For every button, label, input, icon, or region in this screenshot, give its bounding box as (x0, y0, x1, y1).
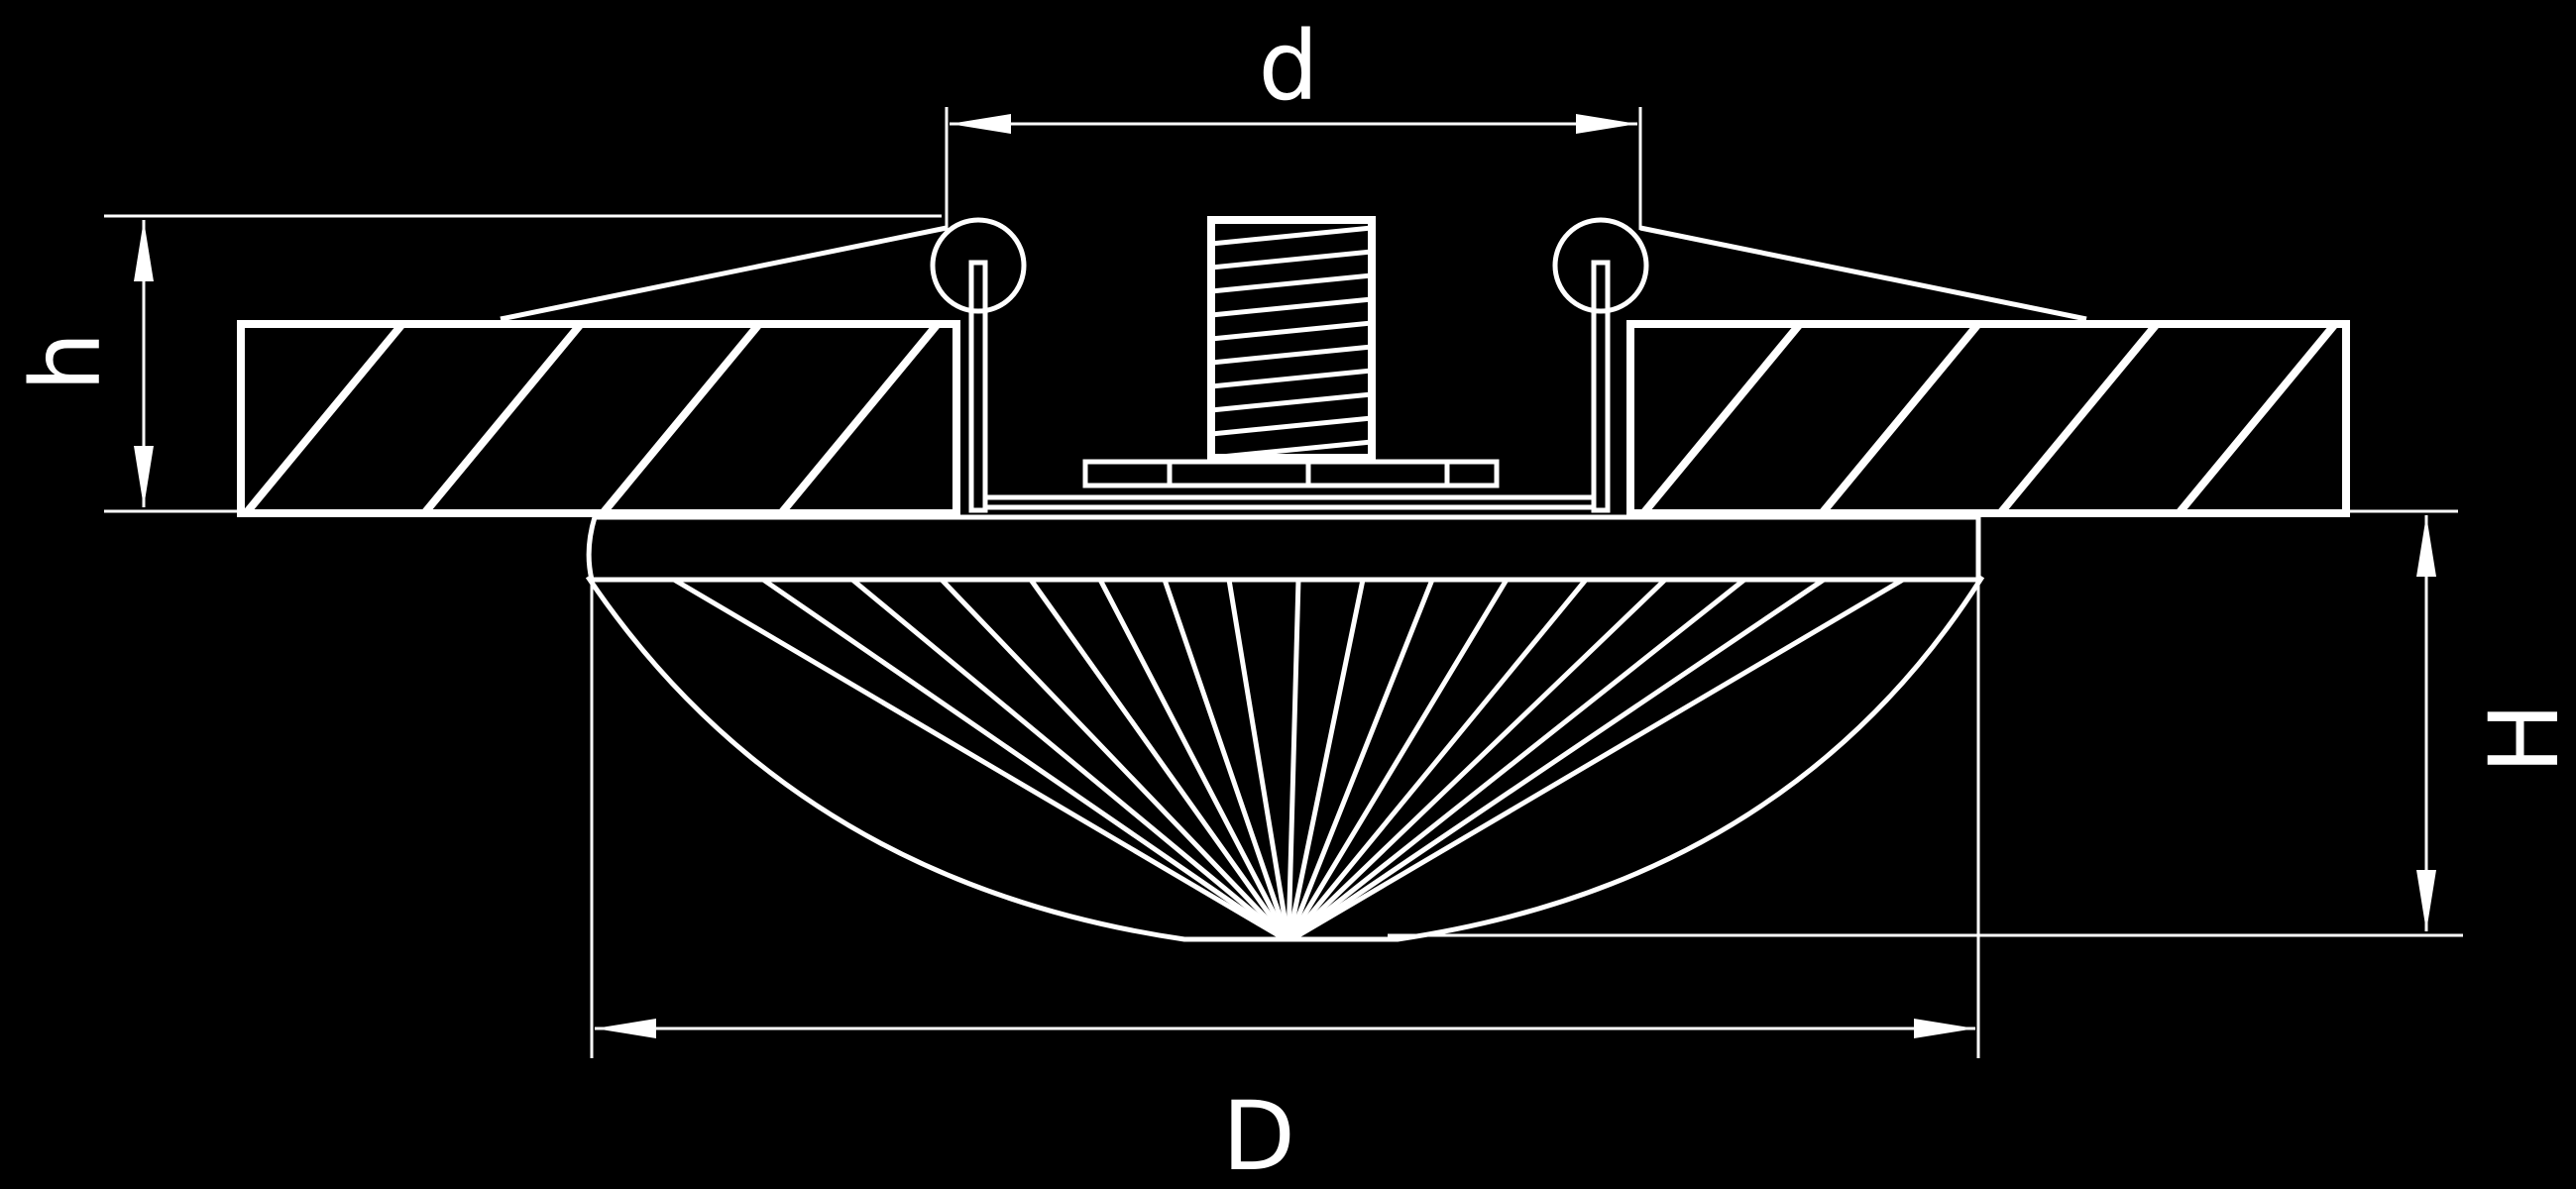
label-H: H (2469, 703, 2576, 774)
spring-clip-left (500, 217, 1027, 513)
H-arrow-bottom (2416, 870, 2436, 931)
trim-ring-outline (586, 514, 1981, 583)
bracket-base (1082, 459, 1500, 488)
threaded-screw (1207, 216, 1376, 462)
d-arrow-left (950, 114, 1011, 134)
plate-left-outline (237, 320, 960, 517)
clip-left-leg (968, 260, 988, 513)
spring-clip-right (1552, 217, 2087, 513)
ceiling-plate-right (1626, 320, 2350, 517)
dimension-D: D (590, 575, 1980, 1189)
diffuser-outline (585, 575, 1985, 942)
screw-threads (1211, 225, 1372, 458)
clip-right-leg (1591, 260, 1611, 513)
dimension-h: h (11, 214, 942, 513)
plate-left-hatch (241, 324, 944, 513)
D-arrow-right (1914, 1019, 1975, 1038)
dimension-H: H (1388, 509, 2576, 937)
diffuser-ribs (672, 577, 1905, 939)
clip-right-ring (1552, 217, 1649, 314)
clip-left-ring (930, 217, 1027, 314)
label-d: d (1259, 11, 1319, 122)
label-D: D (1222, 1081, 1295, 1189)
trim-ring (586, 514, 1981, 583)
H-arrow-top (2416, 515, 2436, 577)
h-arrow-top (134, 220, 154, 281)
mounting-bracket (985, 459, 1594, 510)
h-arrow-bottom (134, 446, 154, 507)
plate-right-hatch (1637, 324, 2341, 513)
label-h: h (11, 332, 122, 392)
dimension-d: d (945, 11, 1642, 230)
plate-right-outline (1626, 320, 2350, 517)
glass-diffuser (585, 575, 1985, 942)
d-arrow-right (1576, 114, 1637, 134)
D-arrow-left (595, 1019, 656, 1038)
ceiling-plate-left (237, 320, 960, 517)
